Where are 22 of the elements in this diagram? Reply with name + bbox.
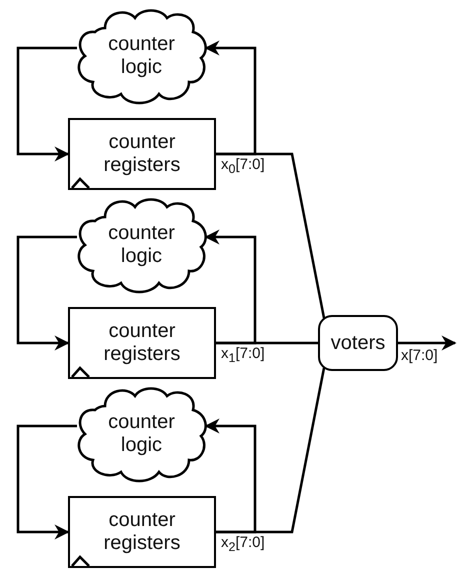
node-label: counter registers — [102, 509, 182, 555]
arrow — [204, 418, 256, 534]
arrow — [16, 46, 77, 162]
arrow — [16, 424, 77, 540]
register-box — [68, 496, 216, 568]
arrow — [204, 230, 256, 344]
signal-label: x[7:0] — [400, 347, 439, 364]
node-label: counter registers — [102, 320, 182, 366]
node-label: voters — [330, 332, 386, 354]
node-label: counter logic — [107, 411, 176, 457]
arrow — [204, 40, 256, 156]
voter-box — [318, 315, 398, 371]
node-label: counter logic — [107, 33, 176, 79]
register-box — [68, 118, 216, 190]
connector-line — [216, 152, 326, 318]
arrow — [16, 236, 77, 350]
node-label: counter registers — [102, 131, 182, 177]
connector-line — [216, 368, 326, 534]
connector-line — [216, 342, 318, 344]
arrow — [398, 336, 456, 350]
register-box — [68, 307, 216, 379]
node-label: counter logic — [107, 222, 176, 268]
